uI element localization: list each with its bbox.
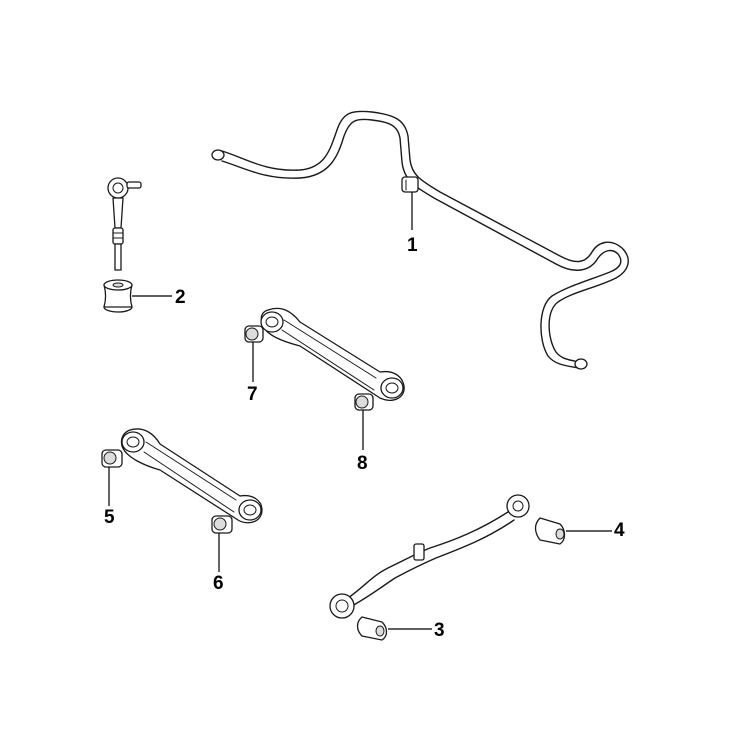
bushing-5	[101, 449, 123, 468]
stabilizer-bar	[211, 110, 629, 370]
upper-control-arm	[260, 307, 405, 401]
trailing-arm	[329, 494, 530, 619]
callout-7: 7	[247, 384, 258, 405]
lower-control-arm	[120, 428, 263, 524]
callout-2: 2	[175, 287, 186, 308]
callout-3: 3	[434, 620, 445, 641]
callout-8: 8	[357, 453, 368, 474]
callout-1: 1	[407, 235, 418, 256]
callout-5: 5	[104, 507, 115, 528]
bushing-7	[244, 325, 264, 343]
callout-4: 4	[614, 520, 625, 541]
callout-6: 6	[213, 573, 224, 594]
bushing-4	[534, 517, 566, 545]
leader-lines	[108, 192, 612, 630]
stabilizer-link	[107, 177, 142, 271]
bushing-3	[356, 616, 388, 641]
link-bushing	[103, 279, 133, 313]
bushing-8	[354, 393, 374, 411]
bushing-6	[211, 515, 233, 534]
